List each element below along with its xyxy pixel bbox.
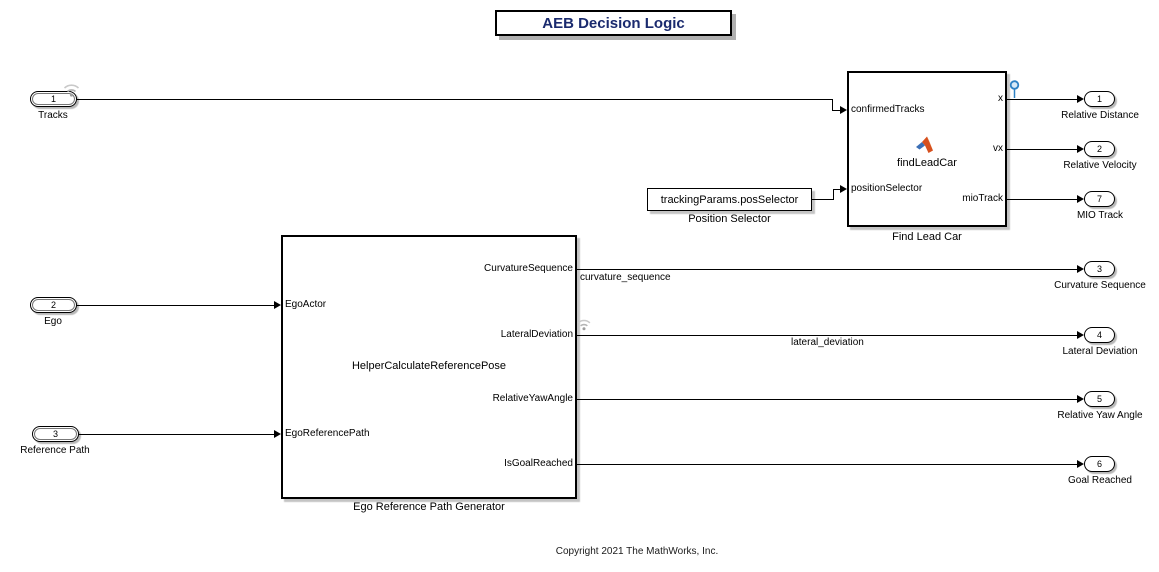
outport-relative-velocity-number: 2 [1096, 144, 1102, 154]
arrowhead [1077, 265, 1084, 273]
signal-line-vx[interactable] [1007, 149, 1077, 150]
signal-line-position-selector-bend[interactable] [833, 189, 834, 200]
signal-line-position-selector[interactable] [812, 199, 833, 200]
arrowhead [1077, 460, 1084, 468]
outport-mio-track-label[interactable]: MIO Track [1076, 210, 1124, 221]
pin-icon [1009, 80, 1020, 98]
outport-relative-yaw-angle-label[interactable]: Relative Yaw Angle [1057, 410, 1143, 421]
signal-line-lateral-deviation[interactable] [577, 335, 1077, 336]
inport-reference-path-label[interactable]: Reference Path [20, 445, 90, 456]
signal-line-tracks[interactable] [77, 99, 832, 100]
position-selector-value: trackingParams.posSelector [660, 193, 799, 206]
inport-tracks-label[interactable]: Tracks [38, 110, 68, 121]
ego-reference-path-generator-block[interactable] [281, 235, 577, 499]
find-lead-car-block-name[interactable]: Find Lead Car [892, 231, 962, 243]
arrowhead [1077, 395, 1084, 403]
outport-mio-track[interactable]: 7 [1084, 191, 1115, 207]
diagram-title-annotation[interactable]: AEB Decision Logic [495, 10, 732, 36]
port-label-egoreferencepath: EgoReferencePath [285, 428, 370, 439]
outport-relative-velocity[interactable]: 2 [1084, 141, 1115, 157]
signal-name-curvature-sequence[interactable]: curvature_sequence [580, 272, 671, 283]
signal-line-reference-path[interactable] [79, 434, 274, 435]
outport-relative-distance-number: 1 [1096, 94, 1102, 104]
ego-generator-block-name[interactable]: Ego Reference Path Generator [353, 501, 505, 513]
arrowhead [1077, 195, 1084, 203]
signal-line-relative-yaw-angle[interactable] [577, 399, 1077, 400]
arrowhead [1077, 331, 1084, 339]
arrowhead [274, 430, 281, 438]
port-label-confirmedtracks: confirmedTracks [851, 104, 925, 115]
signal-line-goal-reached[interactable] [577, 464, 1077, 465]
signal-line-curvature-sequence[interactable] [577, 269, 1077, 270]
inport-ego[interactable]: 2 [30, 297, 77, 313]
outport-goal-reached-label[interactable]: Goal Reached [1068, 475, 1132, 486]
copyright-annotation: Copyright 2021 The MathWorks, Inc. [555, 546, 719, 557]
signal-name-lateral-deviation[interactable]: lateral_deviation [791, 337, 864, 348]
outport-lateral-deviation[interactable]: 4 [1084, 327, 1115, 343]
inport-ego-number: 2 [50, 300, 56, 310]
inport-tracks-number: 1 [50, 94, 56, 104]
port-label-isgoalreached: IsGoalReached [504, 458, 573, 469]
arrowhead [840, 185, 847, 193]
outport-relative-velocity-label[interactable]: Relative Velocity [1063, 160, 1137, 171]
port-label-miotrack: mioTrack [962, 193, 1003, 204]
outport-curvature-sequence-label[interactable]: Curvature Sequence [1054, 280, 1146, 291]
signal-line-tracks-bend[interactable] [832, 99, 833, 111]
ego-generator-function-name: HelperCalculateReferencePose [351, 360, 507, 372]
port-label-egoactor: EgoActor [285, 299, 327, 310]
arrowhead [1077, 95, 1084, 103]
signal-line-tracks-end[interactable] [832, 110, 840, 111]
outport-lateral-deviation-label[interactable]: Lateral Deviation [1062, 346, 1138, 357]
inport-tracks[interactable]: 1 [30, 91, 77, 107]
outport-goal-reached-number: 6 [1096, 459, 1102, 469]
port-label-curvaturesequence: CurvatureSequence [484, 263, 573, 274]
arrowhead [274, 301, 281, 309]
signal-line-x[interactable] [1007, 99, 1077, 100]
signal-line-miotrack[interactable] [1007, 199, 1077, 200]
inport-reference-path[interactable]: 3 [32, 426, 79, 442]
position-selector-block-name[interactable]: Position Selector [688, 213, 771, 225]
arrowhead [840, 106, 847, 114]
matlab-logo-icon [916, 136, 933, 153]
find-lead-car-function-name: findLeadCar [897, 157, 957, 169]
port-label-x: x [998, 93, 1003, 104]
outport-relative-distance[interactable]: 1 [1084, 91, 1115, 107]
outport-curvature-sequence[interactable]: 3 [1084, 261, 1115, 277]
outport-goal-reached[interactable]: 6 [1084, 456, 1115, 472]
signal-line-ego[interactable] [77, 305, 274, 306]
wifi-icon [577, 319, 591, 331]
port-label-positionselector: positionSelector [851, 183, 923, 194]
arrowhead [1077, 145, 1084, 153]
port-label-vx: vx [993, 143, 1003, 154]
outport-lateral-deviation-number: 4 [1096, 330, 1102, 340]
outport-curvature-sequence-number: 3 [1096, 264, 1102, 274]
signal-line-position-selector-end[interactable] [833, 189, 840, 190]
port-label-relativeyawangle: RelativeYawAngle [492, 393, 573, 404]
wifi-icon [63, 84, 80, 97]
outport-relative-yaw-angle-number: 5 [1096, 394, 1102, 404]
outport-relative-distance-label[interactable]: Relative Distance [1061, 110, 1139, 121]
inport-reference-path-number: 3 [52, 429, 58, 439]
inport-ego-label[interactable]: Ego [44, 316, 62, 327]
outport-mio-track-number: 7 [1096, 194, 1102, 204]
outport-relative-yaw-angle[interactable]: 5 [1084, 391, 1115, 407]
position-selector-constant-block[interactable]: trackingParams.posSelector [647, 188, 812, 211]
port-label-lateraldeviation: LateralDeviation [500, 329, 573, 340]
